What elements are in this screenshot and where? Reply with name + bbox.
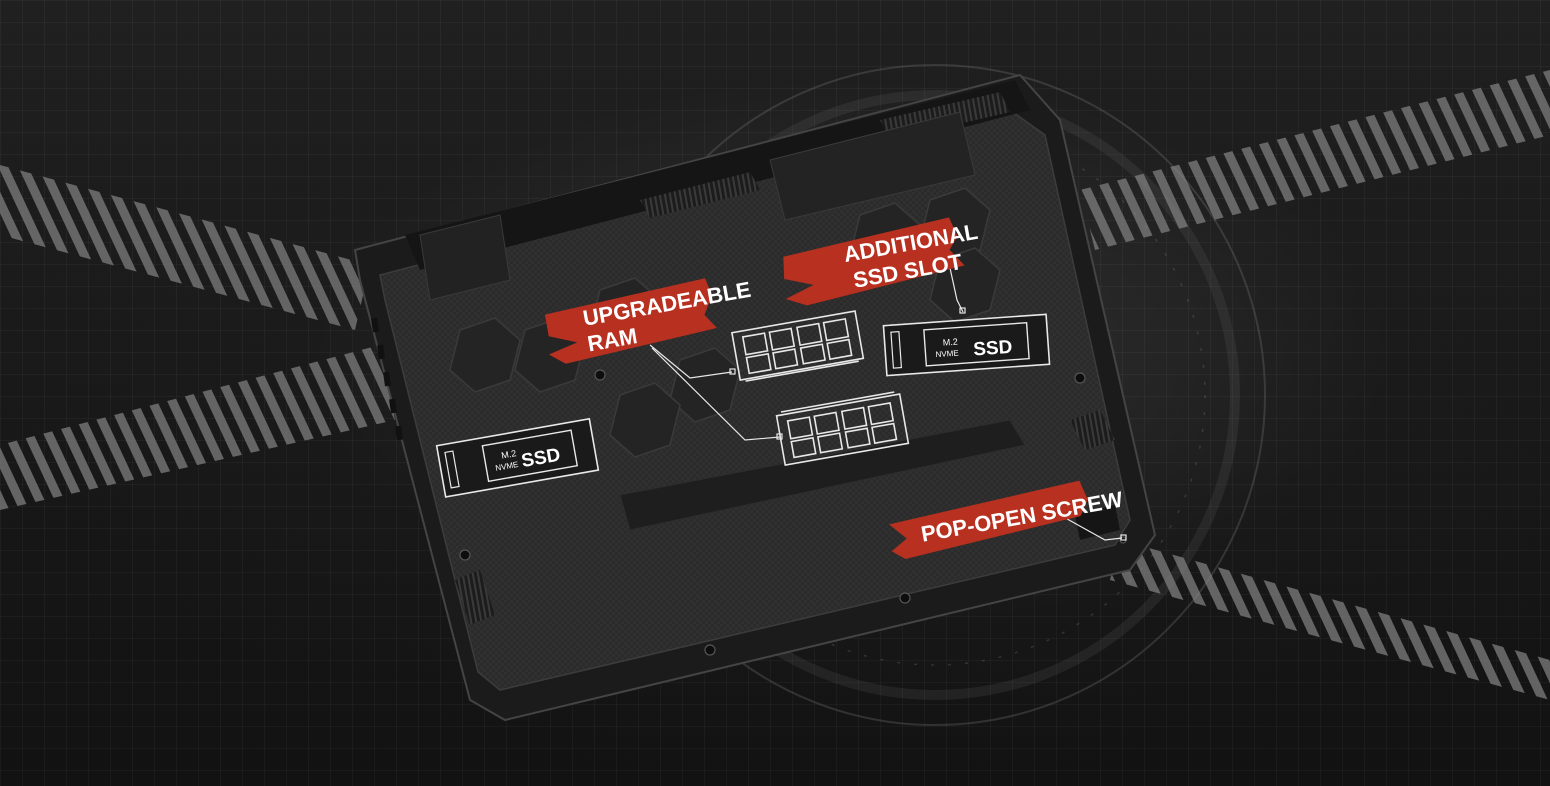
laptop-bottom-chassis [353,73,1157,722]
hazard-stripes [0,70,1550,700]
ssd-right-m2-text: M.2 [942,337,958,348]
ram-module-lower [775,391,910,466]
ssd-left-m2-text: M.2 [500,448,517,460]
ssd-left-nvme-text: NVME [495,460,519,473]
callout-leader-lines [649,267,1127,541]
ssd-chip-right: M.2 NVME SSD [882,313,1051,377]
ram-module-upper [730,310,865,382]
ssd-right-nvme-text: NVME [935,349,959,360]
ssd-right-ssd-text: SSD [973,337,1013,361]
ssd-chip-left: M.2 NVME SSD [435,417,600,498]
